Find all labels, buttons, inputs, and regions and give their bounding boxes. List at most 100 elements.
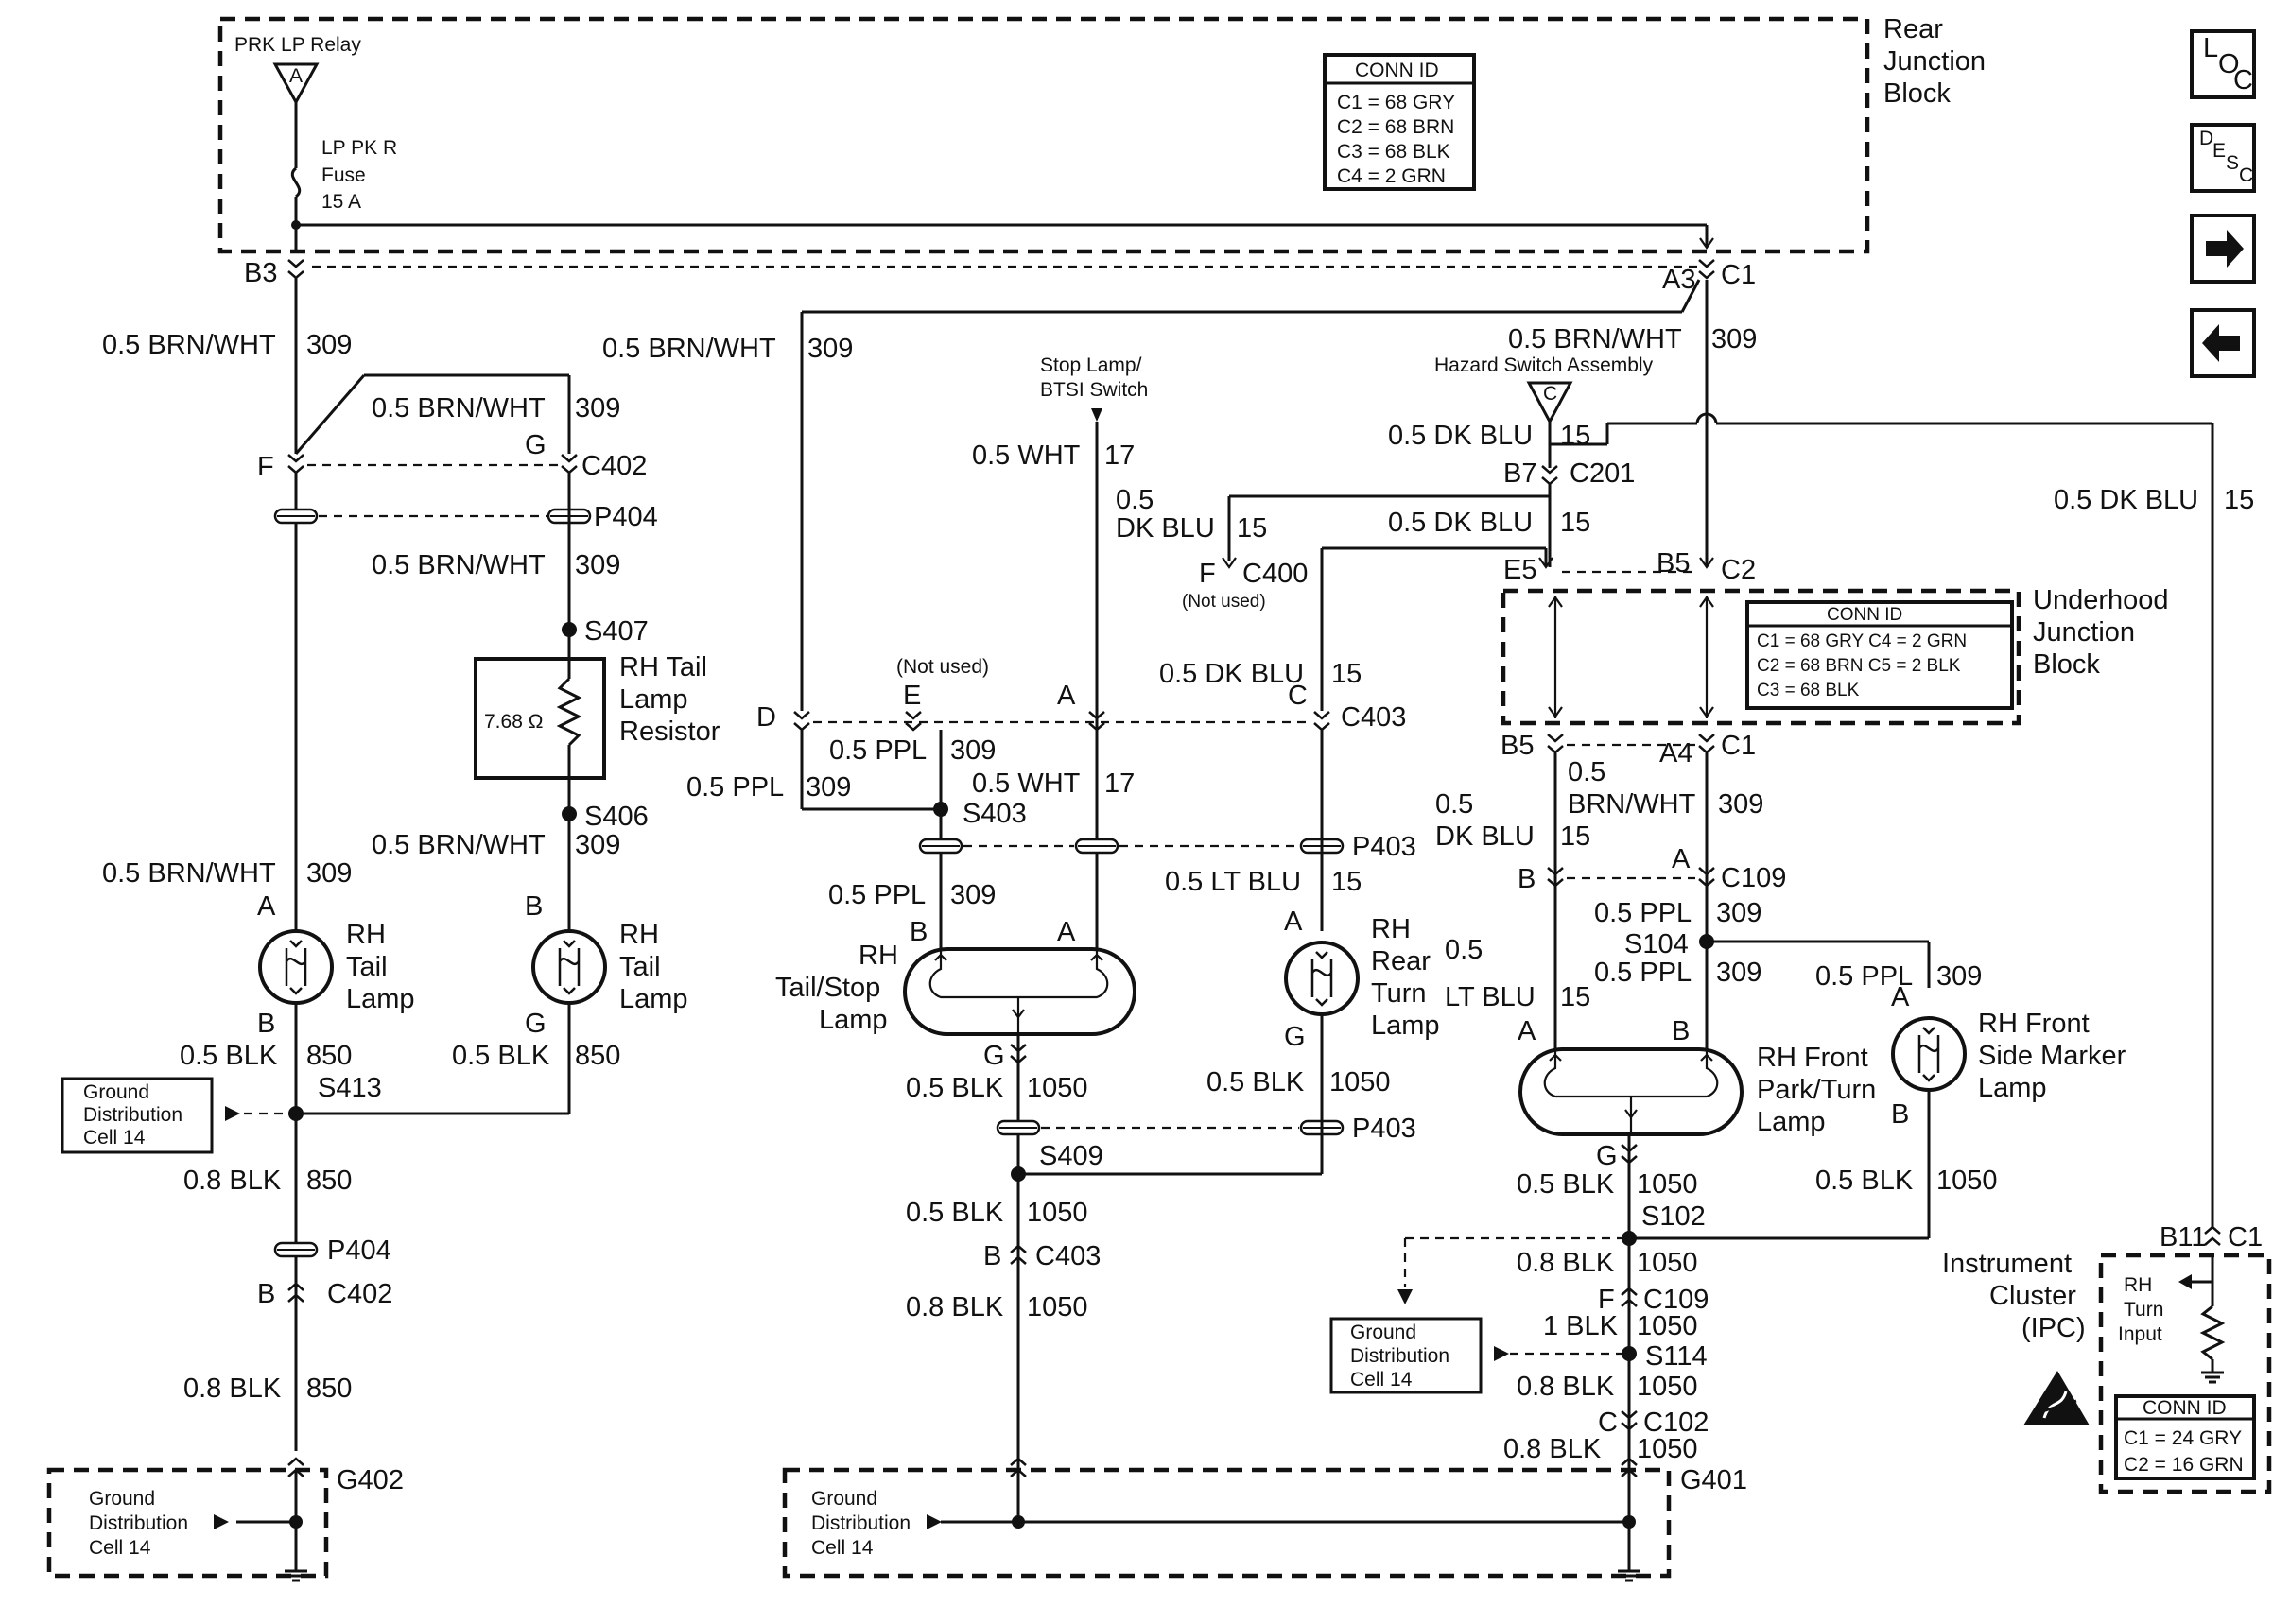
svg-text:0.8 BLK: 0.8 BLK: [906, 1292, 1004, 1322]
svg-text:0.5 LT BLU: 0.5 LT BLU: [1165, 867, 1301, 897]
svg-text:C3 = 68 BLK: C3 = 68 BLK: [1757, 681, 1860, 700]
instrument-cluster: RH Turn Input CONN ID C1 = 24 GRY C2 = 1…: [2098, 1253, 2272, 1494]
svg-text:O: O: [2218, 49, 2240, 79]
svg-text:A: A: [1672, 844, 1691, 874]
svg-text:B5: B5: [1657, 548, 1690, 579]
fuse-label: LP PK R: [321, 137, 397, 159]
svg-text:0.8 BLK: 0.8 BLK: [1517, 1372, 1615, 1402]
svg-text:Lamp: Lamp: [819, 1005, 888, 1035]
svg-text:1050: 1050: [1936, 1166, 1998, 1196]
svg-text:Cell 14: Cell 14: [83, 1127, 146, 1149]
rear-block-label: Rear: [1883, 14, 1943, 44]
svg-text:C403: C403: [1035, 1241, 1101, 1271]
svg-text:Ground: Ground: [83, 1081, 149, 1103]
svg-text:0.5 BRN/WHT: 0.5 BRN/WHT: [102, 330, 276, 360]
description-button[interactable]: D E S C: [2190, 123, 2256, 193]
ground-distribution-box-2: Ground Distribution Cell 14: [1329, 1317, 1483, 1394]
svg-text:RH Front: RH Front: [1757, 1043, 1868, 1073]
fuse-icon: [290, 166, 302, 199]
relay-label: PRK LP Relay: [234, 34, 361, 56]
svg-text:A: A: [1057, 681, 1076, 711]
svg-text:0.5 BLK: 0.5 BLK: [1517, 1169, 1615, 1200]
svg-text:15 A: 15 A: [321, 191, 361, 213]
svg-text:0.8 BLK: 0.8 BLK: [183, 1166, 282, 1196]
svg-text:Rear: Rear: [1371, 946, 1431, 976]
rear-conn-id-box: CONN ID C1 = 68 GRY C2 = 68 BRN C3 = 68 …: [1323, 53, 1476, 191]
svg-text:C4 = 2 GRN: C4 = 2 GRN: [1337, 165, 1446, 187]
svg-text:0.5 BRN/WHT: 0.5 BRN/WHT: [372, 393, 546, 423]
svg-text:0.8 BLK: 0.8 BLK: [1503, 1434, 1602, 1464]
svg-text:Junction: Junction: [2033, 617, 2135, 648]
svg-text:C403: C403: [1341, 702, 1406, 733]
svg-text:B7: B7: [1503, 458, 1536, 489]
svg-text:15: 15: [1237, 513, 1267, 544]
svg-text:Stop Lamp/: Stop Lamp/: [1040, 354, 1142, 376]
svg-text:C402: C402: [327, 1279, 392, 1309]
svg-text:Fuse: Fuse: [321, 164, 366, 186]
svg-text:0.8 BLK: 0.8 BLK: [1517, 1248, 1615, 1278]
svg-text:P403: P403: [1352, 832, 1416, 862]
svg-text:C109: C109: [1643, 1285, 1709, 1315]
svg-text:0.5 BRN/WHT: 0.5 BRN/WHT: [102, 858, 276, 889]
svg-text:B5: B5: [1501, 731, 1534, 761]
svg-text:S104: S104: [1624, 929, 1689, 959]
svg-text:Turn: Turn: [2124, 1299, 2163, 1321]
svg-text:Ground: Ground: [811, 1488, 877, 1510]
svg-text:Cluster: Cluster: [1989, 1281, 2076, 1311]
svg-text:E: E: [903, 681, 921, 711]
svg-text:A: A: [1518, 1016, 1536, 1046]
svg-text:15: 15: [1560, 421, 1590, 451]
svg-text:S413: S413: [318, 1073, 382, 1103]
svg-text:Distribution: Distribution: [89, 1512, 188, 1534]
svg-text:CONN ID: CONN ID: [1827, 605, 1902, 625]
svg-text:DK BLU: DK BLU: [1116, 513, 1215, 544]
svg-text:C201: C201: [1570, 458, 1635, 489]
location-button[interactable]: L O C: [2190, 29, 2256, 99]
svg-text:G: G: [1596, 1141, 1618, 1171]
svg-text:Cell 14: Cell 14: [1350, 1369, 1413, 1391]
svg-text:15: 15: [1331, 867, 1362, 897]
svg-text:15: 15: [1560, 508, 1590, 538]
svg-text:0.8 BLK: 0.8 BLK: [183, 1373, 282, 1404]
svg-text:A: A: [289, 65, 303, 87]
svg-text:Block: Block: [2033, 649, 2100, 680]
svg-text:0.5 PPL: 0.5 PPL: [686, 772, 784, 803]
svg-text:F: F: [257, 452, 274, 482]
svg-text:Park/Turn: Park/Turn: [1757, 1075, 1876, 1105]
svg-text:309: 309: [1936, 961, 1982, 992]
svg-text:E: E: [2212, 140, 2226, 162]
svg-text:0.5 BRN/WHT: 0.5 BRN/WHT: [602, 334, 776, 364]
svg-text:Cell 14: Cell 14: [89, 1537, 151, 1559]
svg-text:LT BLU: LT BLU: [1445, 982, 1536, 1012]
svg-text:1050: 1050: [1329, 1067, 1391, 1097]
svg-text:15: 15: [1560, 982, 1590, 1012]
svg-text:C2: C2: [1721, 555, 1756, 585]
svg-text:0.5 BLK: 0.5 BLK: [906, 1198, 1004, 1228]
svg-text:RH: RH: [1371, 914, 1411, 944]
svg-text:(Not used): (Not used): [896, 656, 989, 678]
svg-text:C: C: [2239, 164, 2253, 186]
svg-text:Ground: Ground: [1350, 1322, 1416, 1343]
svg-text:Hazard Switch Assembly: Hazard Switch Assembly: [1434, 354, 1654, 376]
svg-text:DK BLU: DK BLU: [1435, 821, 1535, 852]
svg-text:0.5 DK BLU: 0.5 DK BLU: [2054, 485, 2198, 515]
ground-g401: Ground Distribution Cell 14: [782, 1457, 1672, 1582]
svg-text:Distribution: Distribution: [1350, 1345, 1449, 1367]
svg-text:309: 309: [575, 393, 620, 423]
svg-text:G: G: [1284, 1022, 1306, 1052]
svg-text:0.5 BLK: 0.5 BLK: [1206, 1067, 1305, 1097]
svg-text:Instrument: Instrument: [1942, 1249, 2072, 1279]
svg-text:G: G: [525, 1009, 547, 1039]
svg-text:C1: C1: [1721, 260, 1756, 290]
svg-text:BRN/WHT: BRN/WHT: [1568, 789, 1696, 820]
arrow-right-icon[interactable]: [2190, 214, 2256, 284]
svg-text:C3 = 68 BLK: C3 = 68 BLK: [1337, 141, 1450, 163]
svg-text:BTSI Switch: BTSI Switch: [1040, 379, 1148, 401]
svg-text:B3: B3: [244, 258, 277, 288]
svg-text:1050: 1050: [1637, 1372, 1698, 1402]
svg-text:RH: RH: [346, 920, 386, 950]
arrow-left-icon[interactable]: [2190, 308, 2256, 378]
svg-text:309: 309: [807, 334, 853, 364]
svg-text:RH Tail: RH Tail: [619, 652, 707, 682]
